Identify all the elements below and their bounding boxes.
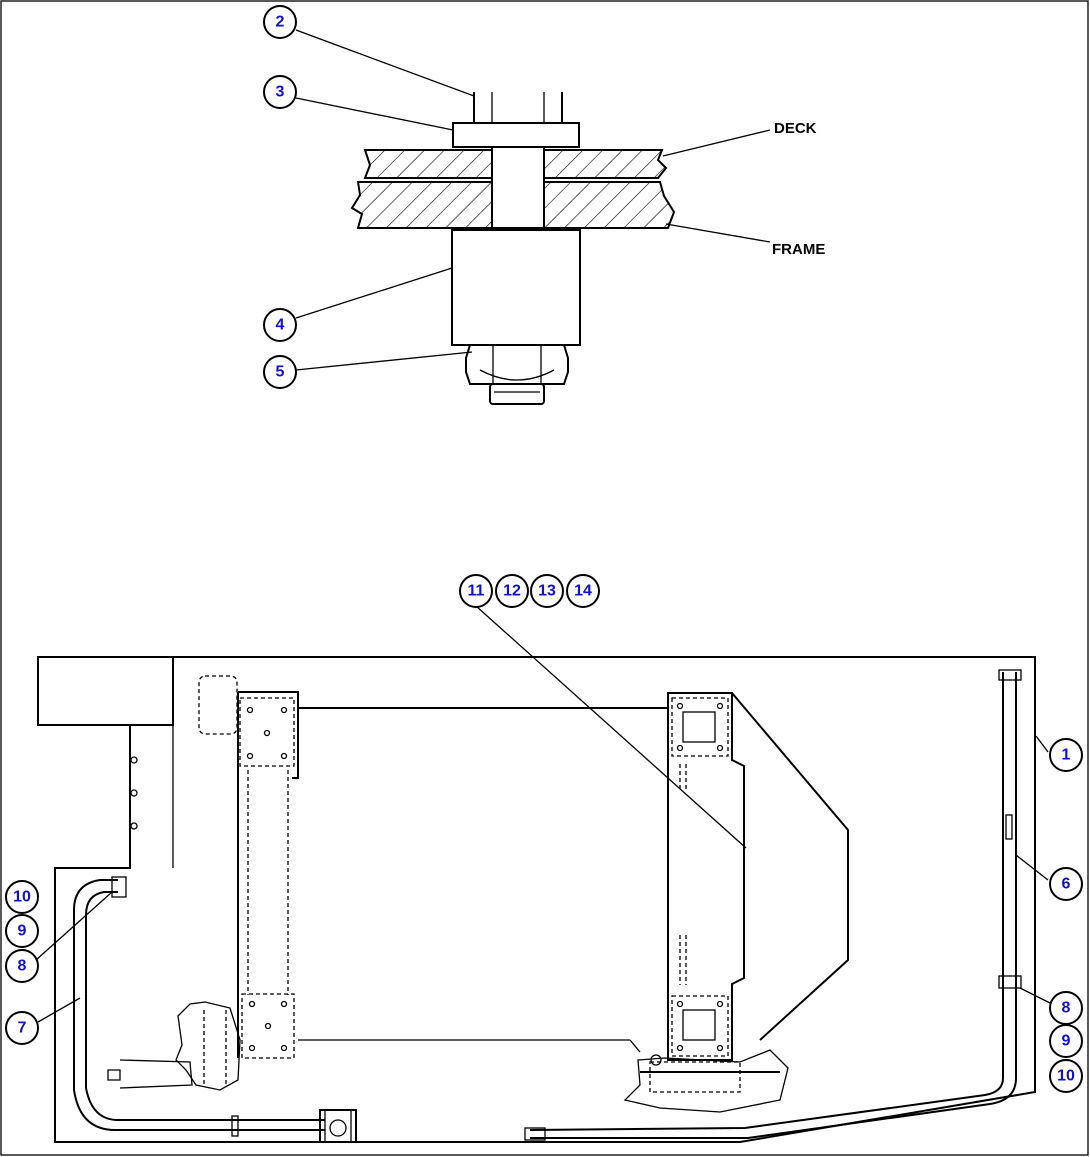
mount-pad-bottom-left: [241, 993, 295, 1059]
plan-view: [35, 605, 1051, 1143]
dashed-pad: [198, 675, 238, 735]
leader-2: [295, 29, 475, 97]
callout-8-left: 8: [5, 949, 39, 983]
leader-frame: [665, 223, 771, 243]
leader-3: [295, 97, 454, 131]
callout-2: 2: [263, 5, 297, 39]
nut: [465, 344, 569, 385]
callout-10-right: 10: [1049, 1059, 1083, 1093]
deck-label: DECK: [774, 120, 817, 137]
frame-cm-bend: [629, 1039, 641, 1053]
bottom-tube-inner: [529, 1077, 1004, 1131]
clamp-top-right: [998, 669, 1022, 681]
callout-12: 12: [495, 574, 529, 608]
right-brace: [731, 692, 849, 1041]
clamp-left: [111, 876, 127, 898]
bolt-hole-2: [130, 789, 138, 797]
callout-11: 11: [459, 574, 493, 608]
svg-text:6: 6: [1062, 876, 1071, 893]
right-frame-rail: [667, 692, 745, 1061]
svg-text:13: 13: [538, 583, 556, 600]
mount-pad-bottom-right: [671, 995, 729, 1057]
svg-text:4: 4: [276, 317, 285, 334]
deck-outline: [54, 656, 1036, 1143]
hub-dashed-box: [649, 1061, 741, 1093]
leader-7: [37, 997, 81, 1023]
callout-10-left: 10: [5, 880, 39, 914]
callout-9-right: 9: [1049, 1024, 1083, 1058]
leader-1: [1035, 735, 1049, 753]
callout-13: 13: [530, 574, 564, 608]
right-hub-assembly: [623, 1049, 789, 1113]
mount-pad-top-right: [671, 697, 729, 757]
nut-curve: [479, 369, 555, 381]
svg-text:7: 7: [18, 1020, 27, 1037]
leader-8-right: [1019, 987, 1051, 1004]
left-hub-assembly: [107, 1001, 241, 1091]
leader-8-left: [35, 891, 113, 961]
clamp-bottom-right: [998, 975, 1022, 989]
svg-text:10: 10: [13, 889, 31, 906]
bolt-body: [491, 146, 545, 229]
callout-1: 1: [1049, 738, 1083, 772]
svg-text:8: 8: [1062, 1000, 1071, 1017]
left-tube-outer: [73, 879, 325, 1131]
left-tube-inner: [85, 891, 325, 1121]
bottom-tube-outer: [530, 1077, 1017, 1139]
spacer-block: [451, 229, 581, 346]
svg-text:8: 8: [18, 958, 27, 975]
svg-text:12: 12: [503, 583, 521, 600]
svg-text:10: 10: [1057, 1068, 1075, 1085]
bolt-detail: DECK FRAME: [295, 29, 825, 405]
leader-11-14: [475, 605, 747, 849]
svg-text:5: 5: [276, 364, 285, 381]
callout-6: 6: [1049, 867, 1083, 901]
frame-label: FRAME: [772, 241, 825, 258]
bolt-hole-3: [130, 822, 138, 830]
bolt-hole-1: [130, 756, 138, 764]
top-left-block: [37, 656, 174, 726]
hub-fitting: [650, 1054, 662, 1066]
valve-port: [329, 1119, 347, 1137]
leader-4: [295, 267, 453, 319]
leader-5: [295, 351, 473, 371]
bolt-tip: [489, 383, 545, 405]
callout-8-right: 8: [1049, 991, 1083, 1025]
svg-text:2: 2: [276, 14, 285, 31]
leader-6: [1015, 854, 1049, 881]
svg-text:9: 9: [1062, 1033, 1071, 1050]
svg-text:3: 3: [276, 84, 285, 101]
tube-coupler: [1005, 814, 1013, 840]
callout-4: 4: [263, 308, 297, 342]
svg-text:11: 11: [468, 583, 485, 600]
left-tube-coupler: [231, 1115, 239, 1137]
mount-pad-top-left: [238, 691, 299, 779]
svg-text:1: 1: [1062, 747, 1071, 764]
svg-text:14: 14: [574, 583, 592, 600]
callout-7: 7: [5, 1011, 39, 1045]
callout-14: 14: [566, 574, 600, 608]
callout-9-left: 9: [5, 914, 39, 948]
leader-deck: [662, 129, 771, 157]
valve-block: [319, 1109, 357, 1143]
washer: [452, 122, 580, 148]
callout-5: 5: [263, 355, 297, 389]
tube-end-fitting: [524, 1127, 546, 1141]
svg-text:9: 9: [18, 923, 27, 940]
callout-3: 3: [263, 75, 297, 109]
